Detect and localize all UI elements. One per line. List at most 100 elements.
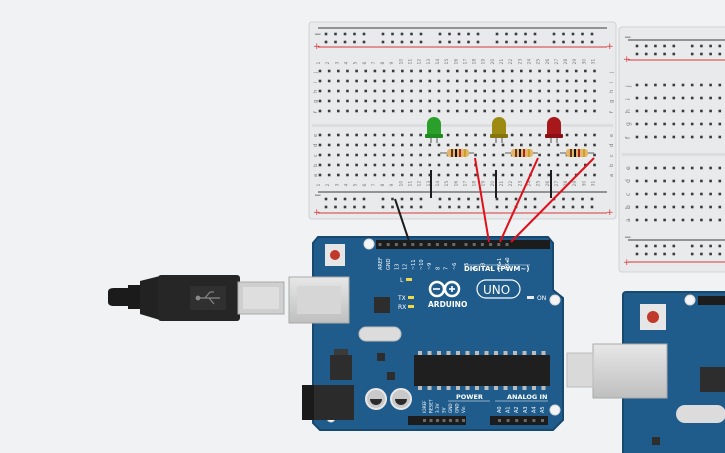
breadboard-hole[interactable] bbox=[574, 79, 578, 83]
breadboard-hole[interactable] bbox=[391, 143, 395, 147]
breadboard-hole[interactable] bbox=[700, 135, 703, 139]
header-pin[interactable] bbox=[515, 419, 519, 422]
breadboard-hole[interactable] bbox=[690, 252, 694, 256]
breadboard-hole[interactable] bbox=[495, 205, 499, 209]
breadboard-hole[interactable] bbox=[334, 205, 337, 209]
wire-gnd[interactable] bbox=[394, 198, 410, 242]
digital-header[interactable] bbox=[698, 296, 725, 305]
breadboard-hole[interactable] bbox=[529, 143, 532, 147]
breadboard-hole[interactable] bbox=[465, 163, 468, 167]
header-pin[interactable] bbox=[378, 243, 382, 246]
breadboard-hole[interactable] bbox=[419, 99, 422, 103]
header-pin[interactable] bbox=[386, 243, 390, 246]
breadboard-hole[interactable] bbox=[355, 99, 358, 103]
breadboard-hole[interactable] bbox=[718, 244, 722, 248]
breadboard-hole[interactable] bbox=[474, 89, 477, 93]
breadboard-hole[interactable] bbox=[681, 179, 685, 183]
breadboard-hole[interactable] bbox=[690, 166, 694, 170]
breadboard-hole[interactable] bbox=[700, 109, 703, 113]
breadboard-hole[interactable] bbox=[364, 133, 368, 137]
breadboard-hole[interactable] bbox=[574, 109, 578, 113]
breadboard-hole[interactable] bbox=[538, 173, 541, 177]
breadboard-hole[interactable] bbox=[438, 40, 442, 44]
breadboard-hole[interactable] bbox=[574, 163, 578, 167]
breadboard-hole[interactable] bbox=[327, 69, 331, 73]
breadboard-hole[interactable] bbox=[529, 133, 532, 137]
breadboard-hole[interactable] bbox=[474, 143, 477, 147]
breadboard-hole[interactable] bbox=[467, 205, 470, 209]
breadboard-hole[interactable] bbox=[492, 153, 496, 157]
breadboard-hole[interactable] bbox=[718, 44, 722, 48]
breadboard-hole[interactable] bbox=[654, 83, 657, 87]
breadboard-hole[interactable] bbox=[672, 109, 676, 113]
breadboard-hole[interactable] bbox=[635, 244, 639, 248]
breadboard-hole[interactable] bbox=[709, 122, 712, 126]
breadboard-hole[interactable] bbox=[343, 40, 347, 44]
breadboard-hole[interactable] bbox=[318, 133, 322, 137]
breadboard-hole[interactable] bbox=[437, 109, 441, 113]
breadboard-hole[interactable] bbox=[547, 89, 551, 93]
header-pin[interactable] bbox=[403, 243, 407, 246]
breadboard-hole[interactable] bbox=[391, 109, 395, 113]
breadboard-hole[interactable] bbox=[718, 166, 722, 170]
breadboard-hole[interactable] bbox=[446, 109, 450, 113]
breadboard-hole[interactable] bbox=[584, 133, 587, 137]
breadboard-hole[interactable] bbox=[401, 173, 404, 177]
breadboard-hole[interactable] bbox=[584, 173, 587, 177]
breadboard-hole[interactable] bbox=[391, 205, 394, 209]
breadboard-hole[interactable] bbox=[327, 143, 331, 147]
breadboard-hole[interactable] bbox=[410, 79, 413, 83]
breadboard-hole[interactable] bbox=[635, 83, 639, 87]
breadboard-hole[interactable] bbox=[501, 153, 505, 157]
breadboard-hole[interactable] bbox=[419, 79, 422, 83]
breadboard-hole[interactable] bbox=[382, 163, 386, 167]
breadboard-hole[interactable] bbox=[353, 205, 356, 209]
breadboard-hole[interactable] bbox=[346, 163, 349, 167]
breadboard-hole[interactable] bbox=[718, 122, 722, 126]
breadboard-hole[interactable] bbox=[337, 89, 340, 93]
breadboard-hole[interactable] bbox=[448, 32, 451, 36]
breadboard-hole[interactable] bbox=[355, 133, 358, 137]
breadboard-hole[interactable] bbox=[663, 44, 666, 48]
breadboard-hole[interactable] bbox=[709, 52, 712, 56]
header-pin[interactable] bbox=[427, 243, 431, 246]
breadboard-hole[interactable] bbox=[672, 83, 676, 87]
breadboard-hole[interactable] bbox=[476, 205, 480, 209]
breadboard-hole[interactable] bbox=[401, 163, 404, 167]
breadboard-hole[interactable] bbox=[690, 109, 694, 113]
breadboard-hole[interactable] bbox=[483, 133, 486, 137]
breadboard-hole[interactable] bbox=[718, 218, 722, 222]
breadboard-hole[interactable] bbox=[581, 40, 584, 44]
header-pin[interactable] bbox=[523, 419, 527, 422]
breadboard-hole[interactable] bbox=[520, 133, 523, 137]
breadboard-hole[interactable] bbox=[476, 197, 480, 201]
breadboard-hole[interactable] bbox=[538, 163, 541, 167]
breadboard-hole[interactable] bbox=[663, 252, 666, 256]
breadboard-hole[interactable] bbox=[709, 166, 712, 170]
breadboard-hole[interactable] bbox=[327, 79, 331, 83]
header-pin[interactable] bbox=[472, 243, 476, 246]
breadboard-hole[interactable] bbox=[391, 40, 394, 44]
breadboard-hole[interactable] bbox=[327, 133, 331, 137]
led-red[interactable] bbox=[545, 117, 563, 143]
breadboard-hole[interactable] bbox=[474, 133, 477, 137]
breadboard-hole[interactable] bbox=[337, 79, 340, 83]
breadboard-hole[interactable] bbox=[681, 166, 685, 170]
breadboard-hole[interactable] bbox=[382, 89, 386, 93]
breadboard-hole[interactable] bbox=[373, 153, 377, 157]
header-pin[interactable] bbox=[532, 419, 536, 422]
breadboard-hole[interactable] bbox=[495, 197, 499, 201]
breadboard-hole[interactable] bbox=[520, 99, 523, 103]
breadboard-hole[interactable] bbox=[644, 252, 648, 256]
breadboard-hole[interactable] bbox=[401, 109, 404, 113]
breadboard-hole[interactable] bbox=[654, 109, 657, 113]
breadboard-hole[interactable] bbox=[709, 83, 712, 87]
breadboard-hole[interactable] bbox=[428, 173, 432, 177]
breadboard-hole[interactable] bbox=[505, 40, 508, 44]
header-pin[interactable] bbox=[506, 419, 510, 422]
breadboard-hole[interactable] bbox=[474, 99, 477, 103]
breadboard-hole[interactable] bbox=[520, 79, 523, 83]
breadboard-hole[interactable] bbox=[373, 163, 377, 167]
breadboard-hole[interactable] bbox=[483, 79, 486, 83]
